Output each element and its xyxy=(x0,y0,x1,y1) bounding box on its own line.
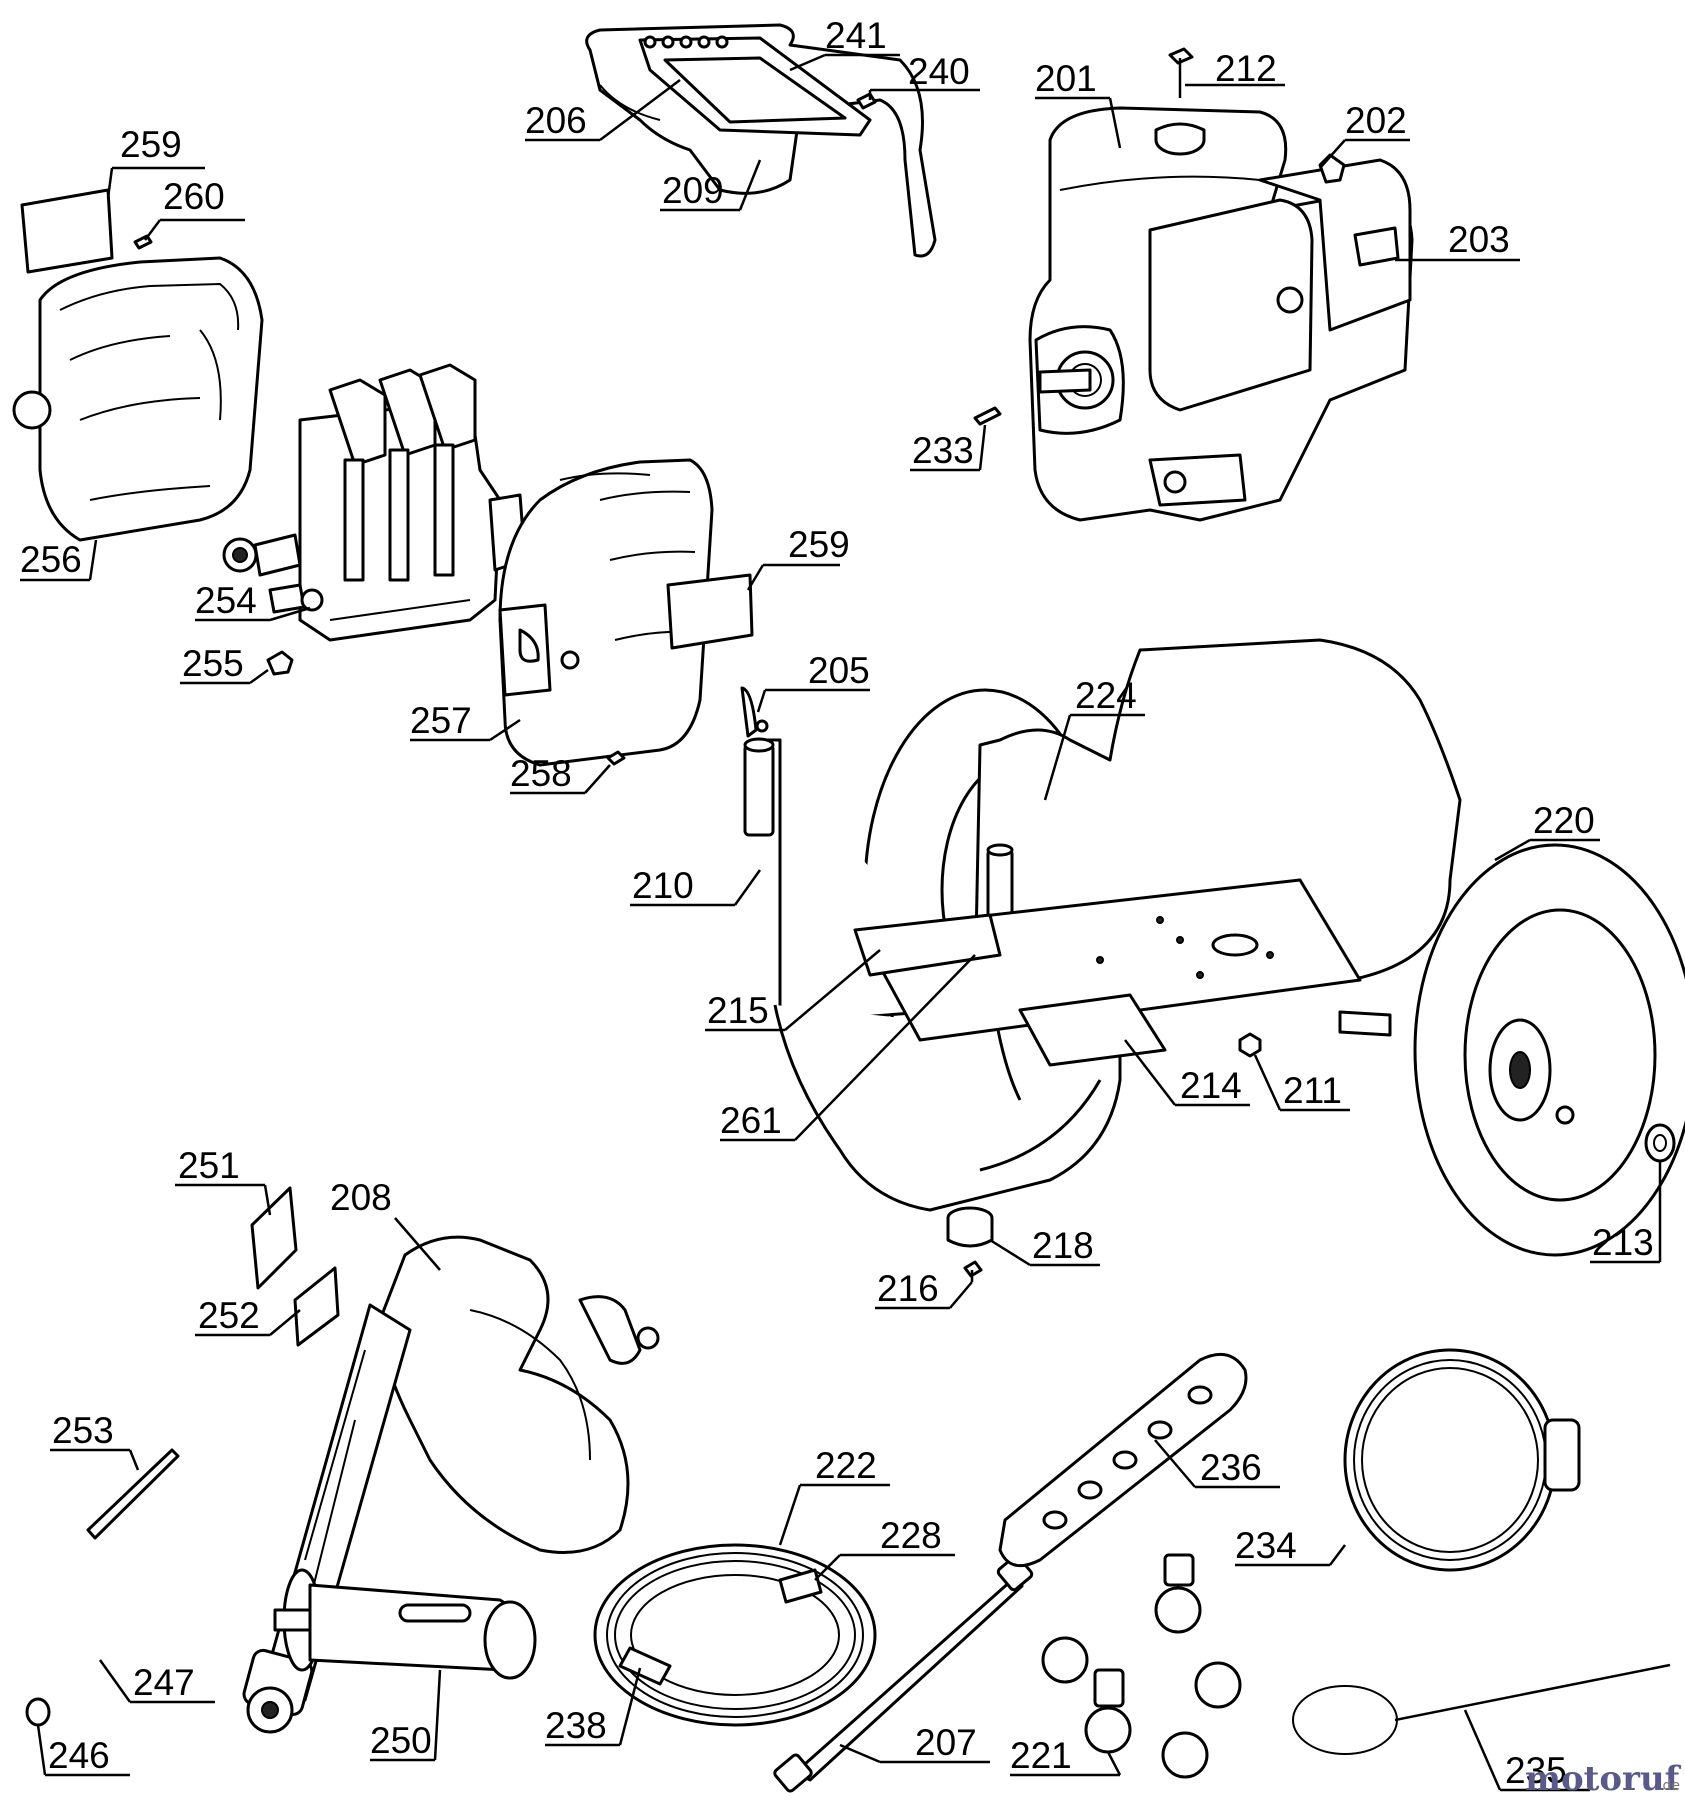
callout-258: 258 xyxy=(510,753,572,794)
part-201-fuel-cap xyxy=(1154,122,1206,156)
callout-220: 220 xyxy=(1533,800,1595,841)
part-234-hose-coil xyxy=(1343,1348,1581,1572)
part-255-bolt xyxy=(266,650,294,676)
callout-205: 205 xyxy=(808,650,870,691)
callout-208: 208 xyxy=(330,1177,392,1218)
part-214-label xyxy=(1018,993,1167,1067)
callout-256: 256 xyxy=(20,539,82,580)
callout-253: 253 xyxy=(52,1410,114,1451)
part-222-hose xyxy=(593,1543,877,1727)
part-257-pump-shroud-front xyxy=(498,458,714,767)
part-259-label-decal-front xyxy=(666,573,754,650)
callout-251: 251 xyxy=(178,1145,240,1186)
callout-218: 218 xyxy=(1032,1225,1094,1266)
callout-233: 233 xyxy=(912,430,974,471)
callout-203: 203 xyxy=(1448,219,1510,260)
part-251-decal xyxy=(250,1186,298,1290)
callout-238: 238 xyxy=(545,1705,607,1746)
callout-212: 212 xyxy=(1215,48,1277,89)
callout-224: 224 xyxy=(1075,675,1137,716)
callout-209: 209 xyxy=(662,170,724,211)
part-220-wheel-right xyxy=(1413,843,1685,1257)
callout-211: 211 xyxy=(1283,1070,1342,1111)
part-218-foot xyxy=(946,1206,994,1248)
part-238-hose-fitting xyxy=(618,1646,672,1686)
part-221-nozzles xyxy=(1041,1553,1242,1779)
part-205-pin xyxy=(740,686,769,738)
part-208-spray-gun xyxy=(378,1235,660,1554)
part-228-hose-fitting xyxy=(778,1568,823,1604)
part-260-screw xyxy=(133,234,153,250)
part-233-key xyxy=(973,406,1002,426)
callout-259-front: 259 xyxy=(788,524,850,565)
part-253-decal-strip xyxy=(86,1448,180,1540)
callout-261: 261 xyxy=(720,1100,782,1141)
part-206-control-panel xyxy=(638,35,872,137)
part-254-pump-assembly xyxy=(222,363,527,642)
callout-228: 228 xyxy=(880,1515,942,1556)
callout-259-upper: 259 xyxy=(120,124,182,165)
part-236-bracket xyxy=(998,1352,1248,1568)
callout-215: 215 xyxy=(707,990,769,1031)
callout-201: 201 xyxy=(1035,58,1097,99)
part-213-hubcap xyxy=(1644,1123,1676,1163)
callout-246: 246 xyxy=(48,1735,110,1776)
part-axle xyxy=(1338,1010,1392,1037)
callout-221: 221 xyxy=(1010,1735,1072,1776)
callout-255: 255 xyxy=(182,643,244,684)
callout-254: 254 xyxy=(195,580,257,621)
callout-222: 222 xyxy=(815,1445,877,1486)
callout-210: 210 xyxy=(632,865,694,906)
part-247-wand xyxy=(242,1303,412,1734)
callout-252: 252 xyxy=(198,1295,260,1336)
callout-207: 207 xyxy=(915,1722,977,1763)
callout-257: 257 xyxy=(410,700,472,741)
part-207-lance xyxy=(773,1554,1034,1793)
part-252-decal xyxy=(293,1266,340,1347)
callout-240: 240 xyxy=(908,51,970,92)
callout-214: 214 xyxy=(1180,1065,1242,1106)
part-202-spark-plug xyxy=(1318,153,1346,184)
part-246-o-ring xyxy=(25,1697,51,1727)
callout-234: 234 xyxy=(1235,1525,1297,1566)
part-256-pump-shroud-rear xyxy=(12,256,264,542)
part-212-bolt xyxy=(1168,47,1194,98)
part-201-engine xyxy=(1028,106,1414,522)
callout-213: 213 xyxy=(1592,1222,1654,1263)
callout-250: 250 xyxy=(370,1720,432,1761)
part-216-screw xyxy=(963,1260,983,1282)
part-215-label xyxy=(853,913,1002,977)
watermark-brand: motoruf xyxy=(1525,1759,1682,1799)
leader-lines xyxy=(20,53,1662,1792)
callout-241: 241 xyxy=(825,15,887,56)
part-235-nozzle-cleaner xyxy=(1292,1663,1671,1755)
callout-206: 206 xyxy=(525,100,587,141)
callout-202: 202 xyxy=(1345,100,1407,141)
part-203-label xyxy=(1353,226,1400,267)
part-259-label-decal-upper xyxy=(20,188,114,274)
callout-216: 216 xyxy=(877,1268,939,1309)
callout-247: 247 xyxy=(133,1662,195,1703)
part-258-screw xyxy=(606,750,626,766)
watermark-suffix: .de xyxy=(1658,1778,1680,1794)
part-250-side-handle xyxy=(273,1568,537,1680)
part-211-nut xyxy=(1238,1032,1262,1058)
callout-labels: 259 260 256 254 255 257 258 259 241 240 … xyxy=(20,15,1654,1791)
watermark-logo: motoruf .de xyxy=(1525,1759,1682,1799)
callout-235: 235 xyxy=(1505,1750,1567,1791)
callout-236: 236 xyxy=(1200,1447,1262,1488)
callout-260: 260 xyxy=(163,176,225,217)
